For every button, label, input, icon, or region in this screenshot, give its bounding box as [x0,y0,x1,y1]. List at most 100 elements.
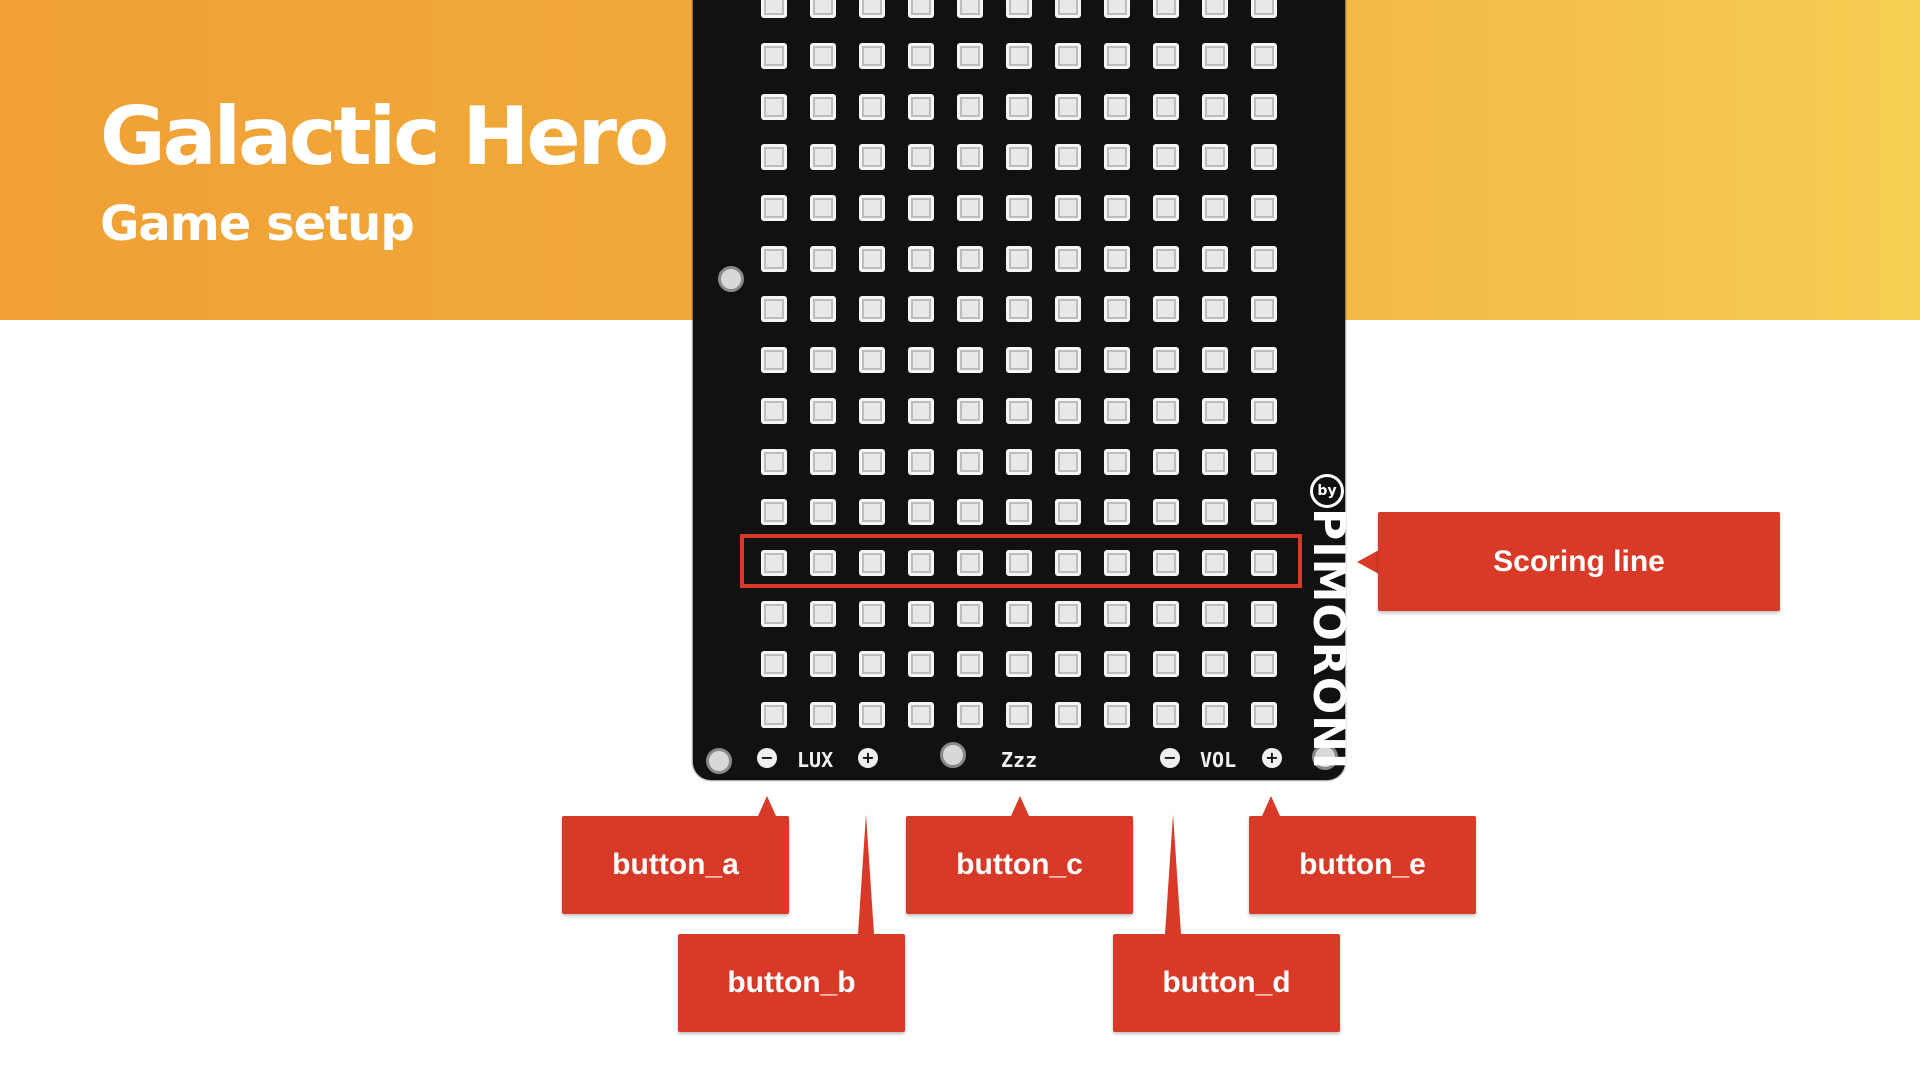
led-pixel [1251,347,1278,374]
led-pixel [907,296,934,323]
led-pixel [956,397,983,424]
led-pixel [1104,347,1131,374]
led-pixel [1251,448,1278,475]
led-pixel [809,195,836,222]
led-pixel [809,499,836,526]
led-pixel [760,651,787,678]
led-pixel [809,549,836,576]
button-b-plus-icon[interactable]: + [858,748,878,768]
led-pixel [1055,347,1082,374]
led-pixel [1202,195,1229,222]
mount-hole [940,742,966,768]
led-pixel [858,549,885,576]
led-pixel [809,600,836,627]
led-pixel [1153,549,1180,576]
led-pixel [1005,499,1032,526]
led-pixel [1104,397,1131,424]
led-pixel [956,0,983,19]
led-pixel [760,0,787,19]
led-pixel [956,499,983,526]
scoring-line-highlight [740,534,1302,588]
led-pixel [858,600,885,627]
slide-title: Galactic Hero [100,90,669,183]
led-pixel [809,93,836,120]
led-pixel [1104,245,1131,272]
led-pixel [858,397,885,424]
led-pixel [1153,347,1180,374]
button-c-pointer [1011,796,1029,816]
led-pixel [1202,296,1229,323]
led-pixel [907,448,934,475]
led-pixel [1153,0,1180,19]
led-pixel [1055,549,1082,576]
led-pixel [809,296,836,323]
led-pixel [1005,600,1032,627]
led-pixel [809,0,836,19]
led-pixel [1153,195,1180,222]
led-pixel [1153,245,1180,272]
led-pixel [907,701,934,728]
led-pixel [907,144,934,171]
led-pixel [760,397,787,424]
led-pixel [858,93,885,120]
mount-hole [1312,744,1338,770]
led-pixel [1104,600,1131,627]
brand-logo: PIMORONI [1303,508,1354,771]
mount-hole [706,748,732,774]
led-pixel [1005,347,1032,374]
led-pixel [1104,0,1131,19]
led-pixel [760,144,787,171]
led-pixel [1251,549,1278,576]
scoring-line-pointer [1357,550,1379,574]
vol-label: VOL [1200,748,1237,772]
led-pixel [1104,43,1131,70]
led-pixel [858,499,885,526]
led-pixel [1202,144,1229,171]
led-pixel [809,701,836,728]
led-pixel [956,347,983,374]
led-pixel [1202,43,1229,70]
led-pixel [1153,93,1180,120]
led-pixel [1153,499,1180,526]
led-pixel [858,144,885,171]
led-pixel [1202,245,1229,272]
led-pixel [809,448,836,475]
led-pixel [907,549,934,576]
button-d-pointer [1165,814,1181,934]
led-pixel [956,245,983,272]
led-pixel [1055,600,1082,627]
led-pixel [1153,43,1180,70]
led-pixel [1251,195,1278,222]
led-pixel [1005,549,1032,576]
button-e-plus-icon[interactable]: + [1262,748,1282,768]
led-pixel [760,600,787,627]
button-d-minus-icon[interactable]: − [1160,748,1180,768]
led-pixel [1251,43,1278,70]
led-pixel [1202,499,1229,526]
led-pixel [1251,701,1278,728]
led-pixel [809,347,836,374]
led-pixel [907,397,934,424]
led-pixel [956,651,983,678]
led-pixel [1202,600,1229,627]
led-pixel [858,43,885,70]
led-pixel [760,93,787,120]
led-pixel [1005,701,1032,728]
led-pixel [858,296,885,323]
led-pixel [1153,397,1180,424]
led-pixel [1055,245,1082,272]
button-a-minus-icon[interactable]: − [757,748,777,768]
led-pixel [1005,448,1032,475]
led-pixel [1202,397,1229,424]
led-pixel [809,144,836,171]
led-pixel [1202,701,1229,728]
led-pixel [907,43,934,70]
led-pixel [760,701,787,728]
led-pixel [956,701,983,728]
led-pixel [956,296,983,323]
led-pixel [1055,499,1082,526]
led-pixel [1055,701,1082,728]
led-pixel [1005,0,1032,19]
led-pixel [956,195,983,222]
led-pixel [1005,651,1032,678]
